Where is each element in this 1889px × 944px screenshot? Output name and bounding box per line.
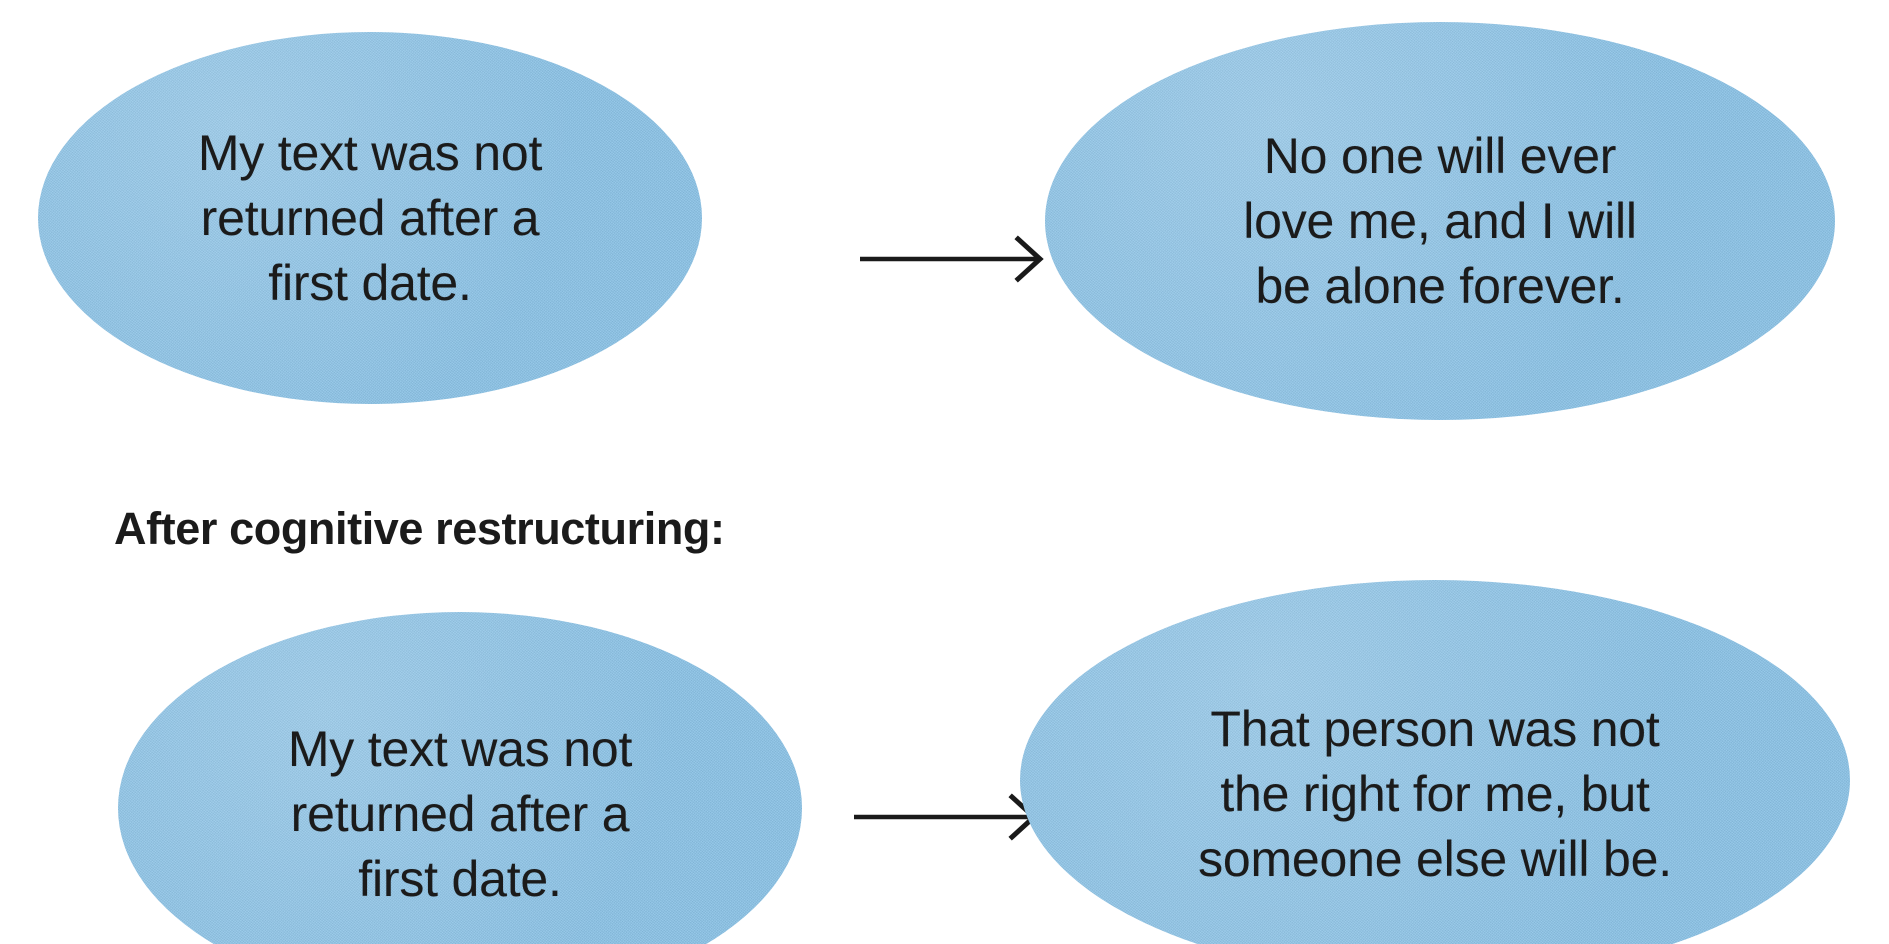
node-thought-after: That person was not the right for me, bu… (1020, 580, 1850, 944)
node-situation-after: My text was not returned after a first d… (118, 612, 802, 944)
clipped-top-caption (0, 0, 1889, 6)
section-heading: After cognitive restructuring: (114, 503, 725, 554)
node-thought-before: No one will ever love me, and I will be … (1045, 22, 1835, 420)
node-thought-after-text: That person was not the right for me, bu… (1198, 700, 1672, 887)
node-situation-after-text: My text was not returned after a first d… (287, 720, 633, 907)
node-situation-before-text: My text was not returned after a first d… (197, 124, 543, 311)
node-thought-before-text: No one will ever love me, and I will be … (1243, 127, 1637, 314)
arrow-before (860, 235, 1044, 283)
node-situation-before: My text was not returned after a first d… (38, 32, 702, 404)
